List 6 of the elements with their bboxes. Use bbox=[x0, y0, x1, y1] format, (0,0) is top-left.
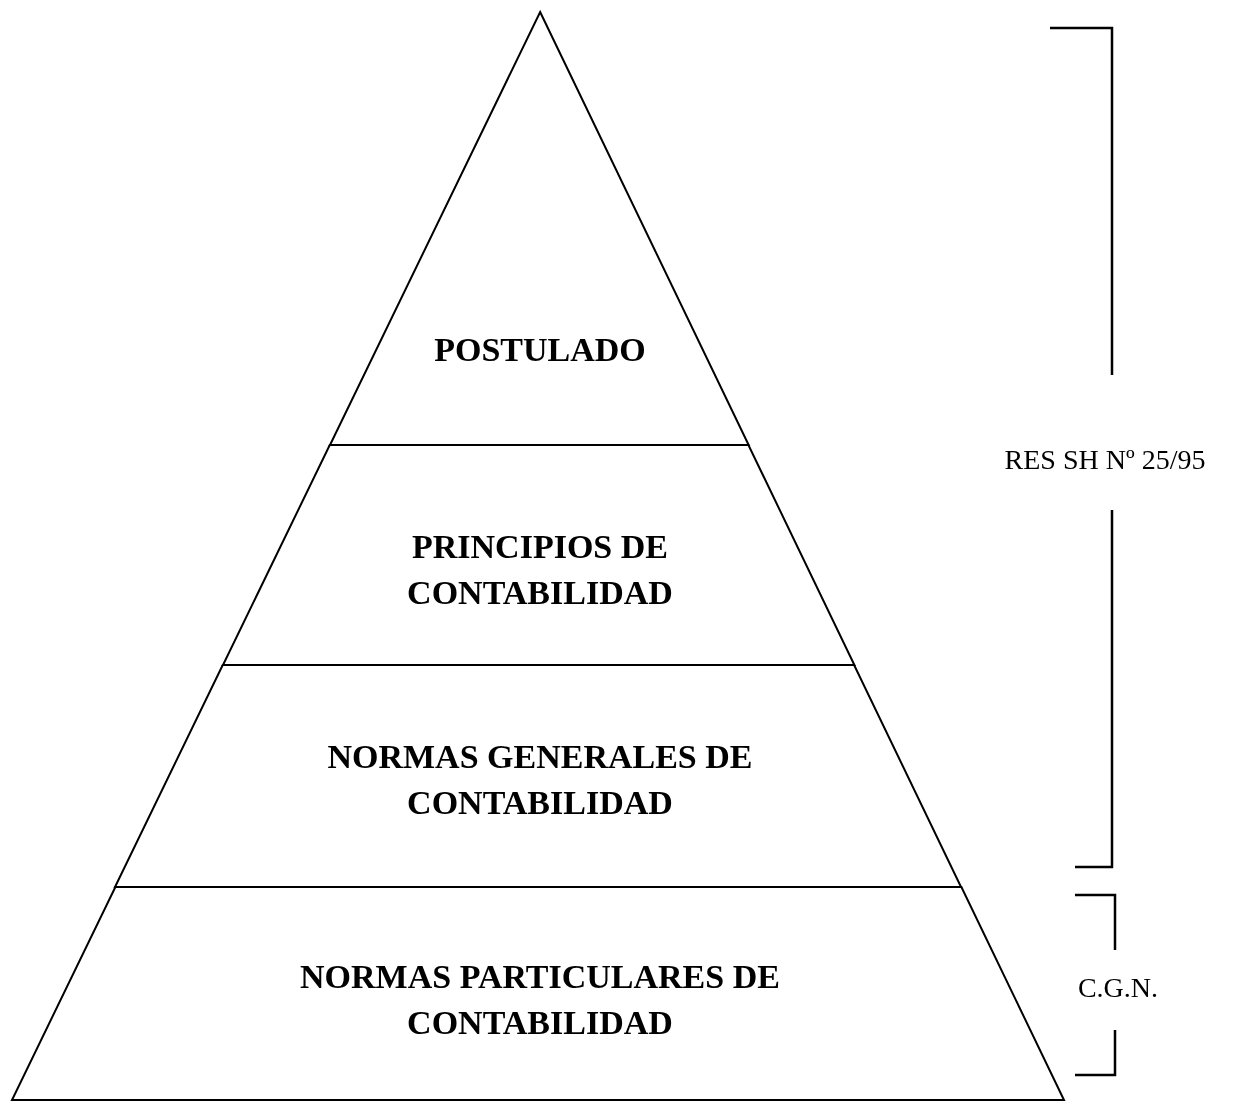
level-label: PRINCIPIOS DE CONTABILIDAD bbox=[406, 527, 674, 613]
level-label: NORMAS GENERALES DE CONTABILIDAD bbox=[326, 737, 754, 823]
level-label: NORMAS PARTICULARES DE CONTABILIDAD bbox=[299, 957, 781, 1043]
bracket-label: RES SH Nº 25/95 bbox=[1004, 444, 1206, 476]
level-label: POSTULADO bbox=[433, 330, 647, 371]
bracket-label: C.G.N. bbox=[1077, 972, 1159, 1004]
